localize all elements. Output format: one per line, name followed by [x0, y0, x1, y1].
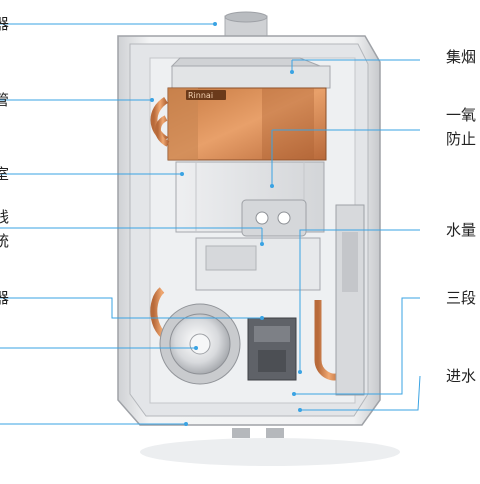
label-left-4a: 线: [0, 208, 10, 226]
label-left-3: 室: [0, 165, 10, 183]
burner-box: [195, 237, 321, 291]
label-right-4: 三段: [446, 289, 477, 307]
leader-right-3: [299, 229, 420, 372]
leader-left-5: [0, 297, 262, 319]
label-right-2b: 防止: [446, 130, 477, 148]
label-left-5: 器: [0, 289, 10, 307]
label-right-2a: 一氧: [446, 106, 477, 124]
leader-dots: [150, 22, 302, 426]
leader-right-5: [300, 375, 421, 411]
brand-logo: Rinnai: [188, 91, 213, 100]
label-left-4b: 统: [0, 232, 10, 250]
label-left-2: 管: [0, 91, 10, 109]
water-block: [241, 199, 307, 237]
label-right-1: 集烟: [446, 48, 477, 66]
side-panel: [335, 204, 365, 396]
bottom-fittings: [232, 428, 284, 438]
label-right-5: 进水: [446, 367, 477, 385]
flue-collector: [170, 57, 331, 89]
label-right-3: 水量: [446, 221, 477, 239]
leader-right-4: [294, 297, 420, 395]
blower-fan: [159, 303, 241, 385]
gas-valve: [247, 317, 297, 381]
floor-shadow: [140, 438, 400, 466]
heat-exchanger: Rinnai: [167, 87, 327, 161]
leader-lines: [0, 23, 421, 425]
label-left-1: 器: [0, 15, 10, 33]
